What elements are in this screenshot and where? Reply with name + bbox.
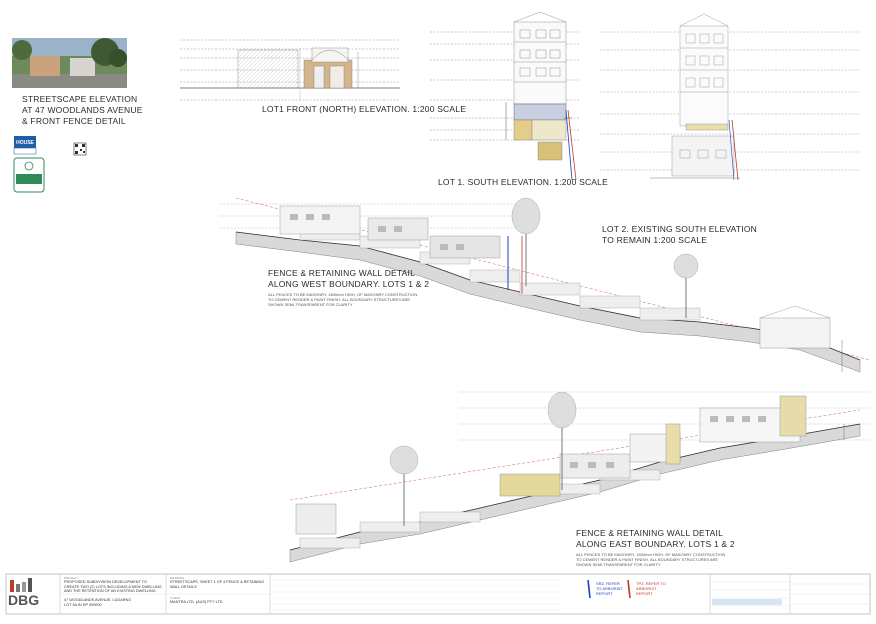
lot2-south-title-line2: TO REMAIN 1:200 SCALE: [602, 235, 708, 245]
client-label: CLIENT: [170, 596, 181, 600]
legend-tpz: TPZ. REFER TO ARBORIST REPORT: [636, 581, 666, 596]
lot2-south-title-line1: LOT 2. EXISTING SOUTH ELEVATION: [602, 224, 757, 234]
bass-badge: [13, 157, 45, 193]
qr-code: [73, 142, 87, 156]
svg-text:HOUSE: HOUSE: [16, 140, 34, 146]
dbg-logo: DBG: [8, 592, 40, 608]
client-name: MANTRA LTD. (AUS) PTY LTD: [170, 600, 223, 604]
lot2-south-elevation: [600, 13, 860, 181]
east-title-line1: FENCE & RETAINING WALL DETAIL: [576, 528, 724, 538]
west-title-line1: FENCE & RETAINING WALL DETAIL: [268, 268, 416, 278]
title-block-frame: [5, 573, 871, 615]
lot1-front-title: LOT1 FRONT (NORTH) ELEVATION. 1:200 SCAL…: [262, 104, 467, 114]
west-boundary-note: ALL FENCES TO BE MASONRY, 1800mm HIGH, O…: [268, 292, 418, 307]
west-boundary-section: [220, 197, 871, 373]
east-title-line2: ALONG EAST BOUNDARY. LOTS 1 & 2: [576, 539, 735, 549]
project-description: PROPOSED SUBDIVISION DEVELOPMENT TO CREA…: [64, 580, 162, 594]
east-boundary-note: ALL FENCES TO BE MASONRY, 1800mm HIGH, O…: [576, 552, 726, 567]
project-label: PROJECT: [64, 576, 79, 580]
streetscape-title-line2: AT 47 WOODLANDS AVENUE: [22, 105, 143, 115]
project-address: 47 WOODLANDS AVENUE, LUGARNO: [64, 598, 132, 602]
streetscape-title-line3: & FRONT FENCE DETAIL: [22, 116, 126, 126]
west-title-line2: ALONG WEST BOUNDARY. LOTS 1 & 2: [268, 279, 430, 289]
streetscape-title-line1: STREETSCAPE ELEVATION: [22, 94, 138, 104]
east-boundary-title: FENCE & RETAINING WALL DETAIL ALONG EAST…: [576, 528, 735, 550]
legend-srz: SRZ. REFER TO ARBORIST REPORT: [596, 581, 623, 596]
lot2-south-title: LOT 2. EXISTING SOUTH ELEVATION TO REMAI…: [602, 224, 757, 246]
east-boundary-section: [289, 391, 870, 563]
drawing-label: DRAWING: [170, 576, 185, 580]
project-lot: LOT 3A IN DP 000000: [64, 603, 102, 607]
house-badge: HOUSE: [13, 136, 37, 155]
lot1-front-elevation: [180, 39, 400, 101]
streetscape-title: STREETSCAPE ELEVATION AT 47 WOODLANDS AV…: [22, 94, 143, 127]
lot1-south-title: LOT 1. SOUTH ELEVATION. 1:200 SCALE: [438, 177, 608, 187]
drawing-name: STREETSCAPE, SHEET 1 OF 4 FENCE & RETAIN…: [170, 580, 265, 589]
streetscape-photo: [12, 38, 127, 88]
west-boundary-title: FENCE & RETAINING WALL DETAIL ALONG WEST…: [268, 268, 429, 290]
lot1-south-elevation: [430, 11, 580, 181]
